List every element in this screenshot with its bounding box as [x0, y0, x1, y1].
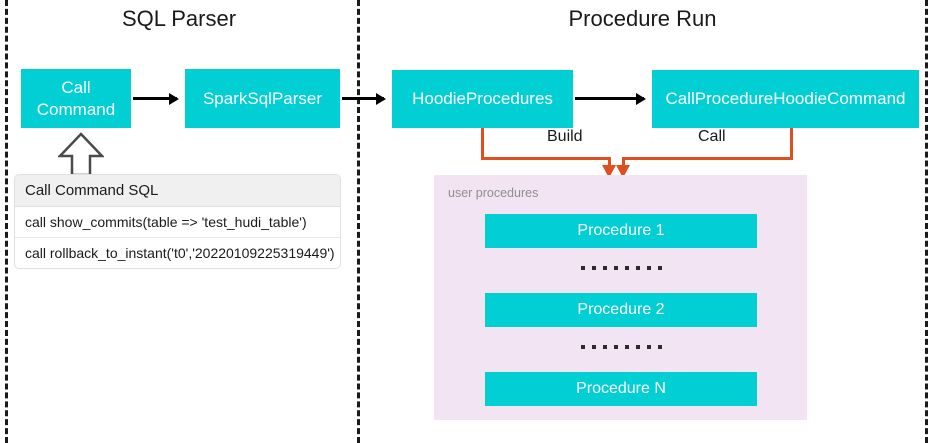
dot — [624, 345, 629, 349]
up-arrow-icon — [58, 132, 104, 176]
call-connector-segment-horizontal — [622, 157, 793, 160]
divider-middle — [357, 0, 360, 443]
dot — [613, 345, 618, 349]
dot — [635, 345, 640, 349]
dot — [613, 266, 618, 270]
arrow-hoodie-procedures-to-call-procedure-hoodie-command — [575, 97, 644, 100]
arrow-call-command-to-spark-sql-parser — [133, 97, 177, 100]
build-connector-arrowhead — [602, 165, 616, 178]
dot — [591, 345, 596, 349]
dot — [657, 266, 662, 270]
dot — [646, 345, 651, 349]
dot — [580, 266, 585, 270]
section-title-sql-parser: SQL Parser — [121, 6, 237, 31]
call-connector-segment-vertical-right — [790, 128, 793, 160]
ellipsis-dots — [485, 263, 757, 273]
procedure-item[interactable]: Procedure N — [485, 372, 757, 406]
call-command-sql-table: Call Command SQL call show_commits(table… — [14, 174, 341, 269]
dot — [624, 266, 629, 270]
node-call-procedure-hoodie-command[interactable]: CallProcedureHoodieCommand — [652, 70, 919, 128]
dot — [602, 345, 607, 349]
connector-label-build: Build — [543, 128, 587, 146]
build-connector-segment-vertical-right — [608, 157, 611, 169]
section-title-procedure-run: Procedure Run — [568, 6, 717, 31]
procedure-item[interactable]: Procedure 2 — [485, 293, 757, 327]
ellipsis-dots — [485, 342, 757, 352]
node-hoodie-procedures[interactable]: HoodieProcedures — [392, 70, 573, 128]
sql-table-header: Call Command SQL — [15, 175, 340, 207]
dot — [580, 345, 585, 349]
dot — [635, 266, 640, 270]
sql-table-row: call show_commits(table => 'test_hudi_ta… — [15, 207, 340, 238]
call-connector-segment-vertical-left — [622, 157, 625, 169]
divider-left — [5, 0, 8, 443]
dot — [646, 266, 651, 270]
node-call-command[interactable]: Call Command — [21, 69, 131, 128]
call-connector-arrowhead — [616, 165, 630, 178]
sql-table-row: call rollback_to_instant('t0','202201092… — [25, 245, 335, 261]
divider-right — [925, 0, 928, 443]
node-spark-sql-parser[interactable]: SparkSqlParser — [185, 69, 340, 128]
connector-label-call: Call — [694, 128, 730, 146]
build-connector-segment-horizontal — [481, 157, 611, 160]
user-procedures-panel: user procedures Procedure 1 Procedure 2 … — [434, 175, 807, 420]
dot — [591, 266, 596, 270]
procedure-item[interactable]: Procedure 1 — [485, 214, 757, 248]
dot — [602, 266, 607, 270]
dot — [657, 345, 662, 349]
user-procedures-label: user procedures — [448, 186, 539, 200]
build-connector-segment-vertical-left — [481, 128, 484, 160]
arrow-spark-sql-parser-to-hoodie-procedures — [342, 97, 384, 100]
